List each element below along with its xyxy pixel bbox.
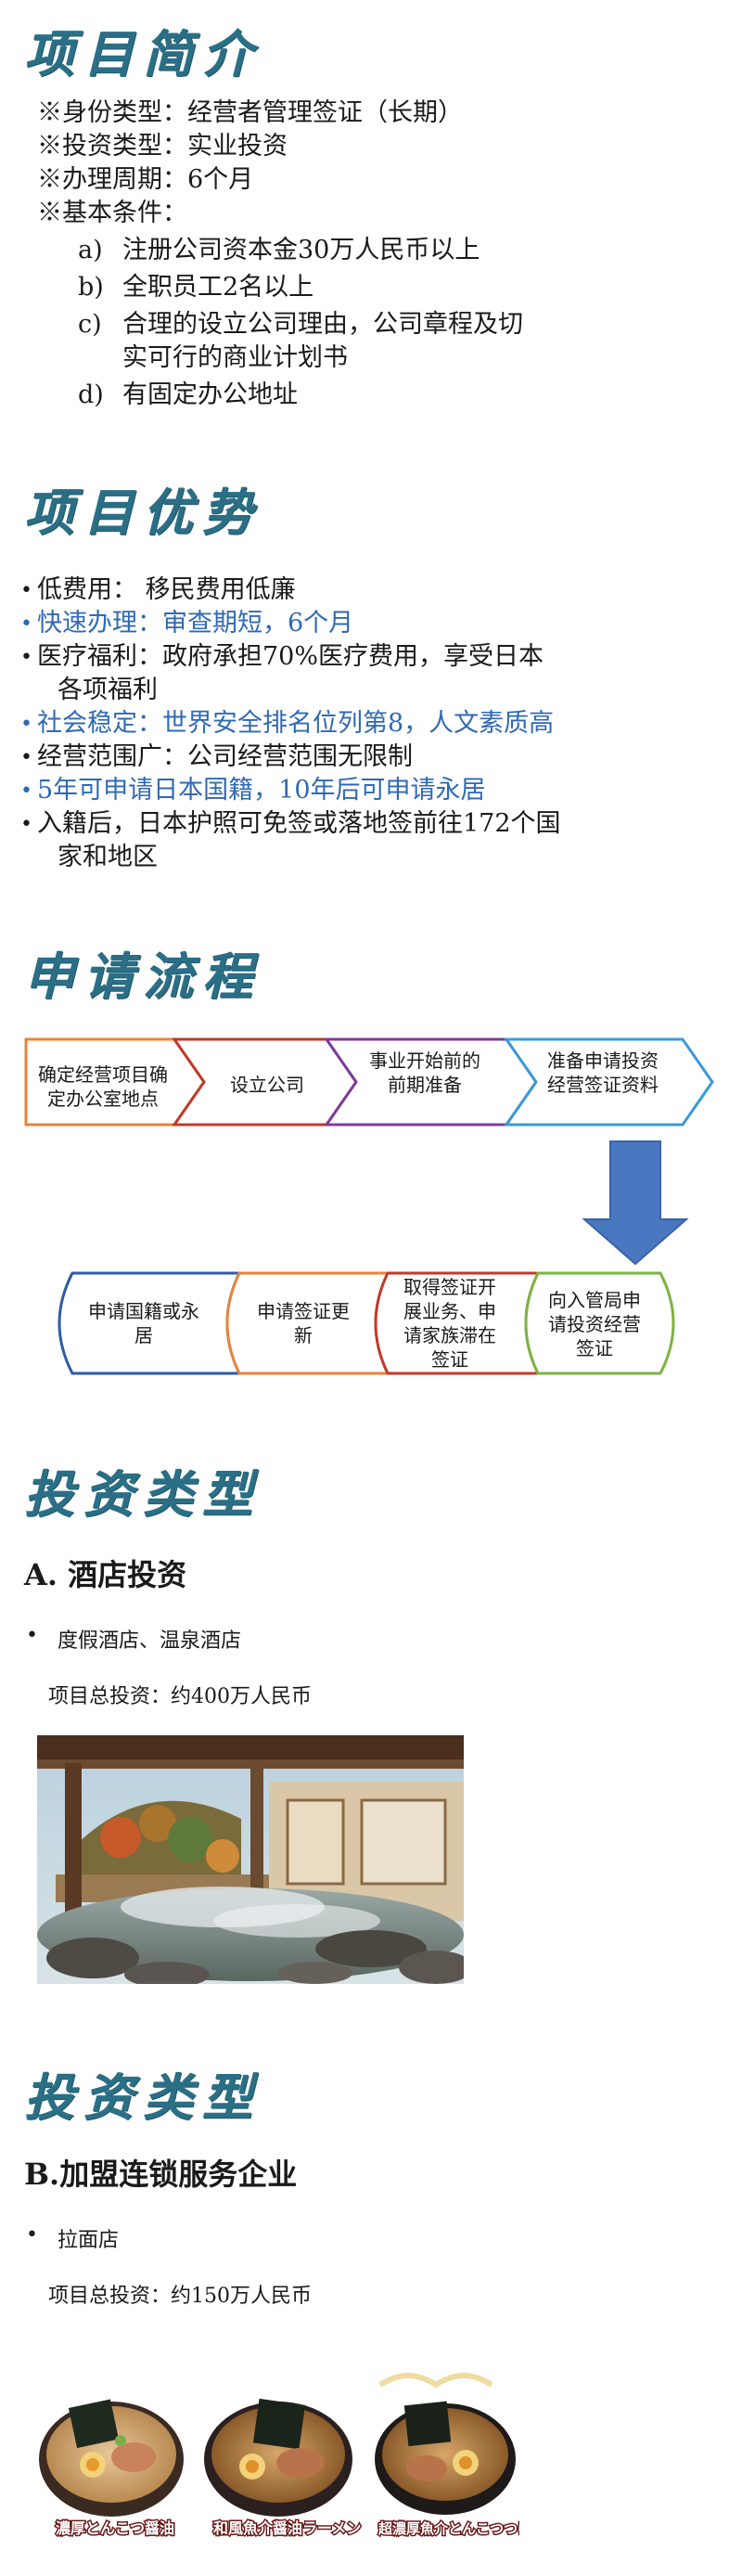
bullet-dot: •	[26, 2223, 38, 2247]
advantage-item: 经营范围广：公司经营范围无限制	[37, 742, 413, 771]
advantage-item: 入籍后，日本护照可免签或落地签前往172个国	[37, 809, 561, 838]
flow-step-3: 事业开始前的前期准备	[369, 1050, 480, 1096]
condition-text: 全职员工2名以上	[122, 273, 314, 302]
invest-b-title: 投资类型	[24, 2068, 262, 2127]
advantage-item: 快速办理：审查期短，6个月	[37, 609, 354, 638]
flow-step-4-shape	[504, 1037, 714, 1127]
bullet-dot: •	[20, 646, 32, 669]
process-title: 申请流程	[24, 947, 262, 1006]
condition-mark: d)	[78, 380, 104, 409]
bullet-dot: •	[20, 746, 32, 769]
advantage-item: 5年可申请日本国籍，10年后可申请永居	[37, 776, 486, 805]
advantage-item: 家和地区	[58, 843, 158, 871]
flow-step-6: 取得签证开展业务、申请家族滞在签证	[403, 1276, 496, 1371]
condition-mark: a)	[78, 236, 103, 264]
advantage-item: 低费用： 移民费用低廉	[37, 575, 296, 604]
onsen-photo-icon	[37, 1735, 464, 1984]
invest-a-title: 投资类型	[24, 1465, 262, 1524]
bullet-dot: •	[20, 612, 32, 636]
flow-step-2: 设立公司	[230, 1074, 304, 1096]
bullet-dot: •	[20, 813, 32, 836]
down-arrow-icon	[582, 1140, 689, 1266]
invest-a-subtitle: A. 酒店投资	[24, 1557, 187, 1592]
flow-step-4: 准备申请投资经营签证资料	[547, 1050, 659, 1096]
flow-step-8: 申请国籍或永居	[88, 1300, 199, 1346]
advantage-item: 医疗福利：政府承担70%医疗费用，享受日本	[37, 642, 544, 671]
ramen-label-2: 和風魚介醤油ラーメン	[213, 2519, 361, 2537]
flow-step-5: 向入管局申请投资经营签证	[548, 1289, 641, 1359]
invest-a-total: 项目总投资：约400万人民币	[48, 1685, 312, 1708]
intro-item: ※投资类型：实业投资	[37, 132, 288, 161]
advantage-item: 社会稳定：世界安全排名位列第8，人文素质高	[37, 709, 555, 738]
bullet-dot: •	[20, 579, 32, 602]
bullet-dot: •	[20, 779, 32, 803]
intro-item: ※办理周期：6个月	[37, 165, 254, 194]
condition-text: 实可行的商业计划书	[122, 343, 348, 372]
intro-item: ※身份类型：经营者管理签证（长期）	[37, 98, 463, 127]
flow-step-1: 确定经营项目确定办公室地点	[38, 1063, 168, 1110]
intro-item: ※基本条件：	[37, 199, 187, 227]
condition-mark: c)	[78, 310, 102, 339]
ramen-photo-icon: 濃厚とんこつ醤油 和風魚介醤油ラーメン 超濃厚魚介とんこつつけ麺	[37, 2348, 519, 2552]
invest-b-total: 项目总投资：约150万人民币	[48, 2285, 312, 2308]
bullet-dot: •	[20, 713, 32, 736]
advantages-title: 项目优势	[24, 483, 262, 542]
ramen-label-1: 濃厚とんこつ醤油	[56, 2519, 174, 2537]
invest-b-bullet: 拉面店	[58, 2229, 120, 2252]
process-flowchart	[24, 1037, 714, 1375]
invest-b-subtitle: B.加盟连锁服务企业	[24, 2157, 298, 2192]
flow-step-7: 申请签证更新	[257, 1300, 350, 1346]
condition-text: 注册公司资本金30万人民币以上	[122, 236, 480, 264]
condition-text: 合理的设立公司理由，公司章程及切	[122, 310, 523, 339]
intro-title: 项目简介	[24, 25, 262, 84]
advantage-item: 各项福利	[58, 676, 158, 704]
flow-step-5-shape	[524, 1271, 675, 1375]
ramen-label-3: 超濃厚魚介とんこつつけ麺	[377, 2520, 519, 2537]
bullet-dot: •	[26, 1624, 38, 1647]
condition-text: 有固定办公地址	[122, 380, 298, 409]
invest-a-bullet: 度假酒店、温泉酒店	[58, 1629, 242, 1653]
condition-mark: b)	[78, 273, 104, 302]
